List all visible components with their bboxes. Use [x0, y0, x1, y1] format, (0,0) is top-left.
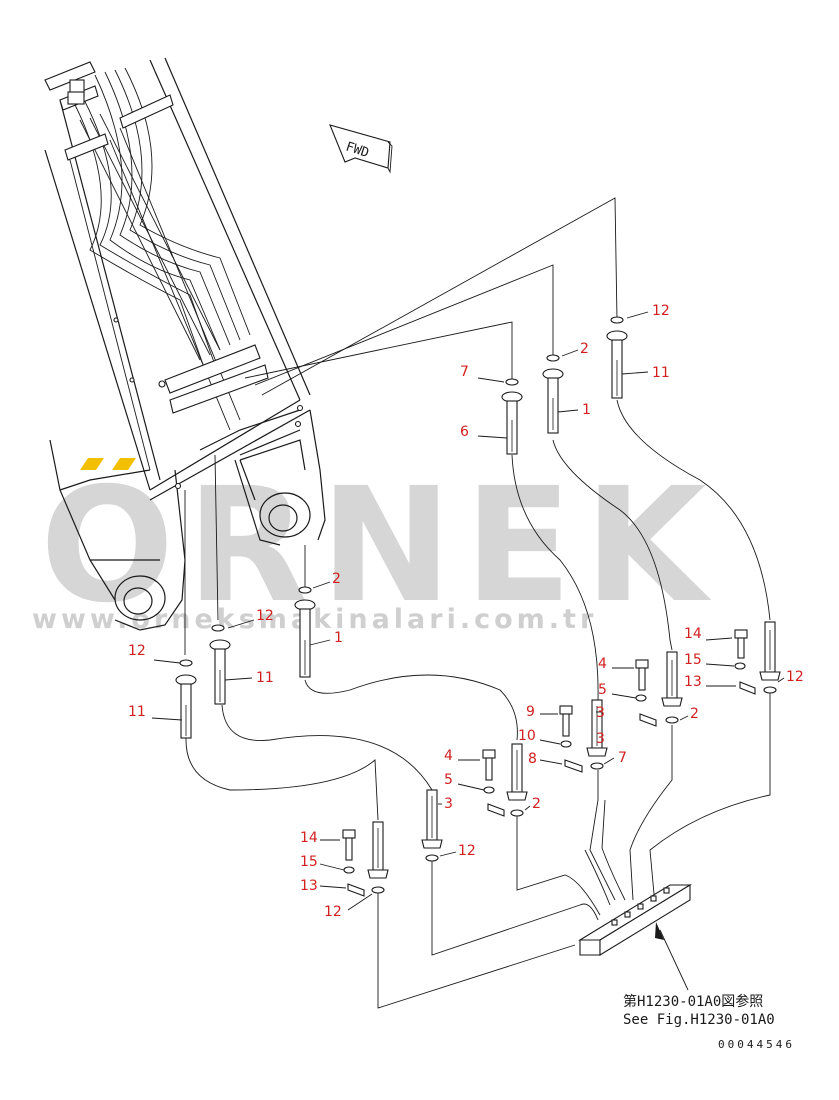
callout-label: 2 [580, 341, 589, 357]
callout-label: 11 [652, 365, 670, 381]
bolt-lower-left [342, 829, 356, 861]
callout-label: 2 [690, 706, 699, 722]
bolt-upper-right [734, 629, 748, 659]
callout-label: 11 [256, 670, 274, 686]
callout-label: 8 [528, 751, 537, 767]
fitting-upper-left [501, 391, 523, 455]
callout-label: 7 [618, 750, 627, 766]
callout-label: 1 [582, 402, 591, 418]
fwd-label: FWD [344, 140, 371, 162]
callout-label: 2 [332, 571, 341, 587]
callout-label: 14 [684, 626, 702, 642]
watermark: ORNEK www.orneksmakinalari.com.tr [32, 454, 719, 638]
callout-label: 10 [518, 728, 536, 744]
callout-label: 2 [532, 796, 541, 812]
callout-label: 1 [334, 630, 343, 646]
callout-label: 9 [526, 704, 535, 720]
callout-label: 5 [444, 772, 453, 788]
bolt-center-left [482, 749, 496, 781]
bolt-mid-right [635, 659, 649, 691]
callout-label: 3 [596, 705, 605, 721]
callout-label: 15 [300, 854, 318, 870]
fitting-boom-c [175, 674, 197, 739]
watermark-diacritic [80, 458, 136, 470]
fitting-lower-center [421, 789, 443, 849]
boom-structure [44, 57, 326, 631]
part-callouts: 12 11 2 1 7 6 2 12 1 12 11 11 14 15 13 1… [128, 303, 804, 920]
callout-label: 12 [458, 843, 476, 859]
callout-label: 12 [256, 608, 274, 624]
figure-reference: 第H1230-01A0図参照 See Fig.H1230-01A0 000445… [623, 922, 795, 1051]
callout-label: 12 [324, 904, 342, 920]
fitting-lower-left [367, 821, 389, 879]
watermark-brand: ORNEK [40, 454, 719, 638]
fitting-boom-a [294, 599, 316, 678]
fitting-right-vertical-2 [661, 651, 683, 707]
manifold-block [578, 884, 692, 956]
reference-japanese: 第H1230-01A0図参照 [623, 993, 763, 1010]
fitting-boom-b [209, 639, 231, 705]
hose-fittings [175, 316, 781, 897]
fitting-upper-right [606, 330, 628, 399]
callout-label: 11 [128, 704, 146, 720]
callout-label: 3 [596, 731, 605, 747]
reference-english: See Fig.H1230-01A0 [623, 1012, 775, 1028]
fwd-direction-marker: FWD [329, 124, 393, 174]
callout-label: 12 [128, 643, 146, 659]
fitting-center-vertical [506, 743, 528, 801]
callout-label: 7 [460, 364, 469, 380]
fitting-mid-vertical [586, 699, 608, 757]
watermark-url: www.orneksmakinalari.com.tr [32, 604, 597, 635]
bolt-center [559, 705, 573, 737]
callout-label: 4 [598, 656, 607, 672]
callout-label: 4 [444, 748, 453, 764]
fitting-upper-mid [542, 368, 564, 434]
callout-label: 12 [786, 669, 804, 685]
fitting-right-vertical-1 [759, 621, 781, 681]
hose-lines [184, 197, 771, 1009]
callout-label: 6 [460, 424, 469, 440]
washers-and-clamps [179, 316, 777, 897]
callout-label: 14 [300, 830, 318, 846]
callout-label: 13 [300, 878, 318, 894]
callout-label: 12 [652, 303, 670, 319]
callout-label: 15 [684, 652, 702, 668]
callout-label: 3 [444, 796, 453, 812]
callout-label: 13 [684, 674, 702, 690]
callout-label: 5 [598, 682, 607, 698]
drawing-code: 00044546 [718, 1038, 795, 1051]
